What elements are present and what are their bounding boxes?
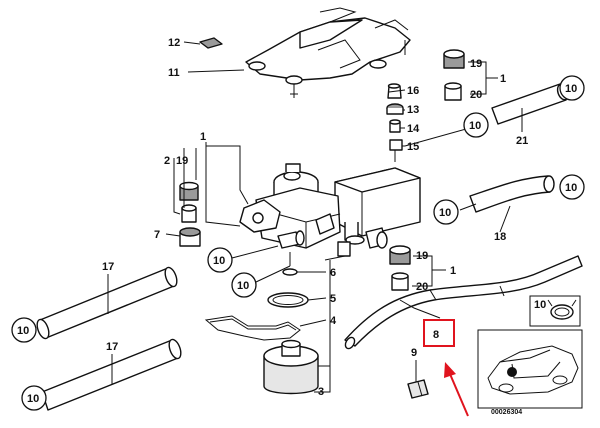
clamp-part — [407, 379, 429, 399]
callout-5: 5 — [330, 293, 336, 305]
callout-10-e: 10 — [213, 255, 225, 267]
mounting-bracket — [245, 7, 411, 98]
callout-10-h: 10 — [27, 393, 39, 405]
highlight-arrowhead — [444, 362, 456, 378]
callout-10-b: 10 — [469, 120, 481, 132]
callout-13: 13 — [407, 104, 419, 116]
callout-20-lower: 20 — [416, 281, 428, 293]
callout-12: 12 — [168, 37, 180, 49]
hose-8 — [344, 255, 583, 350]
callout-17-upper: 17 — [102, 261, 114, 273]
grommet-set-lower — [389, 245, 411, 291]
callout-10-d: 10 — [439, 207, 451, 219]
callout-18: 18 — [494, 231, 506, 243]
clamp-icon — [547, 299, 577, 320]
car-icon — [487, 345, 579, 395]
valve-assembly — [239, 163, 421, 266]
hose-17-lower — [41, 338, 182, 411]
small-parts-stack — [386, 83, 404, 162]
hose-18 — [469, 175, 555, 213]
callout-labels: 12 11 16 13 14 15 19 20 1 21 1 2 19 7 17… — [102, 37, 546, 416]
diagram-id: 00026304 — [491, 409, 522, 416]
callout-17-lower: 17 — [106, 341, 118, 353]
leader-lines — [107, 41, 523, 393]
inset-panel — [477, 295, 583, 409]
grommet-set-left — [179, 181, 201, 247]
seal-parts — [204, 268, 309, 341]
callout-10-g: 10 — [17, 325, 29, 337]
callout-19-left: 19 — [176, 155, 188, 167]
callout-8: 8 — [433, 329, 439, 341]
canister-part — [263, 339, 330, 395]
callout-4: 4 — [330, 315, 337, 327]
callout-10-f: 10 — [237, 280, 249, 292]
clip-part — [199, 37, 223, 49]
callout-11: 11 — [168, 67, 180, 79]
callout-3: 3 — [318, 386, 324, 398]
callout-2: 2 — [164, 155, 170, 167]
callout-10-c: 10 — [565, 182, 577, 194]
callout-1-lower: 1 — [450, 265, 456, 277]
callout-14: 14 — [407, 123, 420, 135]
callout-15: 15 — [407, 141, 419, 153]
hose-21 — [491, 83, 570, 125]
highlight-annotation — [423, 319, 469, 417]
highlight-arrow — [449, 373, 469, 417]
callout-19-top: 19 — [470, 58, 482, 70]
highlight-box — [423, 319, 455, 347]
callout-7: 7 — [154, 229, 160, 241]
callout-1-right: 1 — [500, 73, 506, 85]
circled-callouts: 10 10 10 10 10 10 10 10 10 — [11, 75, 585, 411]
callout-16: 16 — [407, 85, 419, 97]
callout-10-a: 10 — [565, 83, 577, 95]
hose-17-upper — [36, 266, 178, 340]
callout-10-inset: 10 — [534, 299, 546, 311]
grommet-set-top — [443, 49, 465, 101]
callout-1-top: 1 — [200, 131, 206, 143]
callout-20-top: 20 — [470, 89, 482, 101]
callout-19-lower: 19 — [416, 250, 428, 262]
callout-21: 21 — [516, 135, 528, 147]
callout-9: 9 — [411, 347, 417, 359]
callout-6: 6 — [330, 267, 336, 279]
